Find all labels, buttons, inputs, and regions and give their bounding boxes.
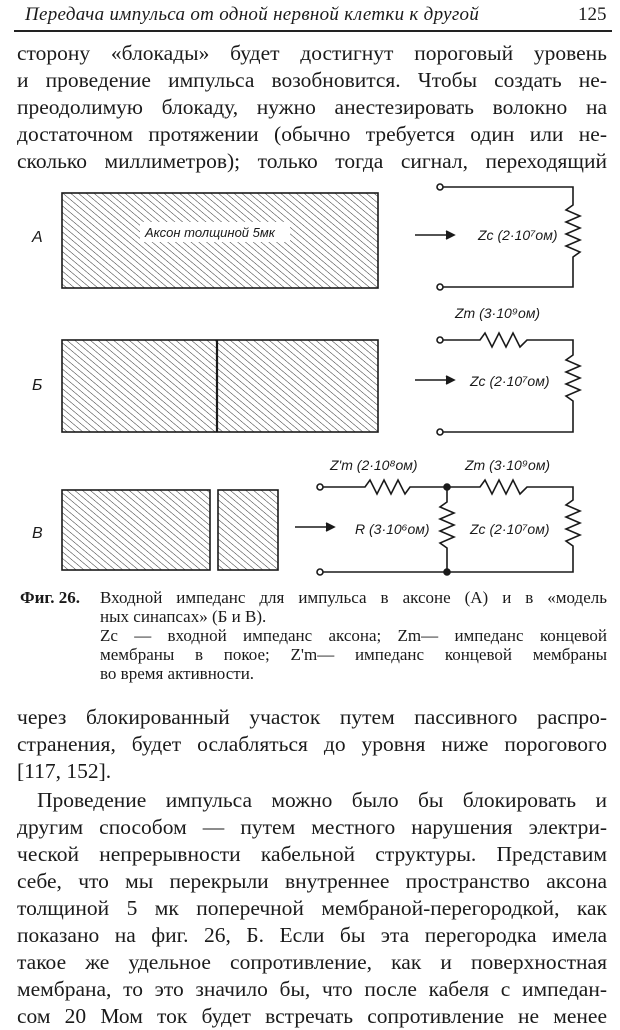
r-label: R (3·10⁶ом): [355, 521, 430, 537]
text-line: сколько миллиметров); только тогда сигна…: [17, 149, 607, 173]
text-line: преодолимую блокаду, нужно анестезироват…: [17, 95, 607, 119]
caption-line: Входной импеданс для импульса в аксоне (…: [100, 588, 607, 607]
caption-line: ных синапсах» (Б и В).: [100, 607, 267, 626]
text-line: другим способом — путем местного нарушен…: [17, 815, 607, 839]
figure-26-diagram: А Б В Аксон толщиной 5мк Zc (2·10⁷ом) Zm…: [31, 183, 583, 576]
axon-label-bg: [140, 222, 290, 242]
zc-label-b: Zc (2·10⁷ом): [469, 373, 549, 389]
zm-label-c: Zm (3·10⁹ом): [464, 457, 550, 473]
text-line: себе, что мы перекрыли внутреннее простр…: [17, 869, 607, 893]
text-line: показано на фиг. 26, Б. Если бы эта пере…: [17, 923, 607, 947]
axon-b: [61, 339, 379, 433]
text-line: через блокированный участок путем пассив…: [17, 705, 607, 729]
panel-label-c: В: [32, 525, 43, 542]
zc-label-a: Zc (2·10⁷ом): [477, 227, 557, 243]
text-line: такое же удельное сопротивление, как и п…: [17, 950, 607, 974]
page-number: 125: [578, 4, 607, 25]
zc-label-c: Zc (2·10⁷ом): [469, 521, 549, 537]
text-line: мембрана, то это значило бы, что после к…: [17, 977, 607, 1001]
zm-prime-label: Z'm (2·10⁸ом): [329, 457, 418, 473]
axon-label: Аксон толщиной 5мк: [144, 225, 276, 240]
figure-number: Фиг. 26.: [20, 588, 80, 607]
text-line: [117, 152].: [17, 759, 112, 783]
paragraph-2: через блокированный участок путем пассив…: [17, 704, 607, 785]
axon-c-left: [61, 489, 211, 571]
panel-label-b: Б: [32, 377, 42, 394]
text-line: странения, будет ослабляться до уровня н…: [17, 732, 607, 756]
text-line: сом 20 Мом ток будет встречать сопротивл…: [17, 1004, 607, 1028]
text-line: и проведение импульса возобновится. Чтоб…: [17, 68, 607, 92]
text-line: Проведение импульса можно было бы блокир…: [37, 788, 607, 812]
panel-label-a: А: [31, 229, 43, 246]
paragraph-1: сторону «блокады» будет достигнут порого…: [17, 40, 607, 175]
caption-line: во время активности.: [100, 664, 255, 683]
zm-label-b: Zm (3·10⁹ом): [454, 305, 540, 321]
paragraph-3: Проведение импульса можно было бы блокир…: [17, 787, 607, 1030]
text-line: сторону «блокады» будет достигнут порого…: [17, 41, 607, 65]
axon-c-right: [217, 489, 279, 571]
caption-line: мембраны в покое; Z'm— импеданс концевой…: [100, 645, 607, 664]
text-line: достаточном протяжении (обычно требуется…: [17, 122, 607, 146]
running-header: Передача импульса от одной нервной клетк…: [25, 4, 480, 25]
text-line: ческой непрерывности кабельной структуры…: [17, 842, 607, 866]
caption-line: Zc — входной импеданс аксона; Zm— импеда…: [100, 626, 607, 645]
text-line: толщиной 5 мк поперечной мембраной-перег…: [17, 896, 607, 920]
header-rule: [14, 30, 612, 32]
